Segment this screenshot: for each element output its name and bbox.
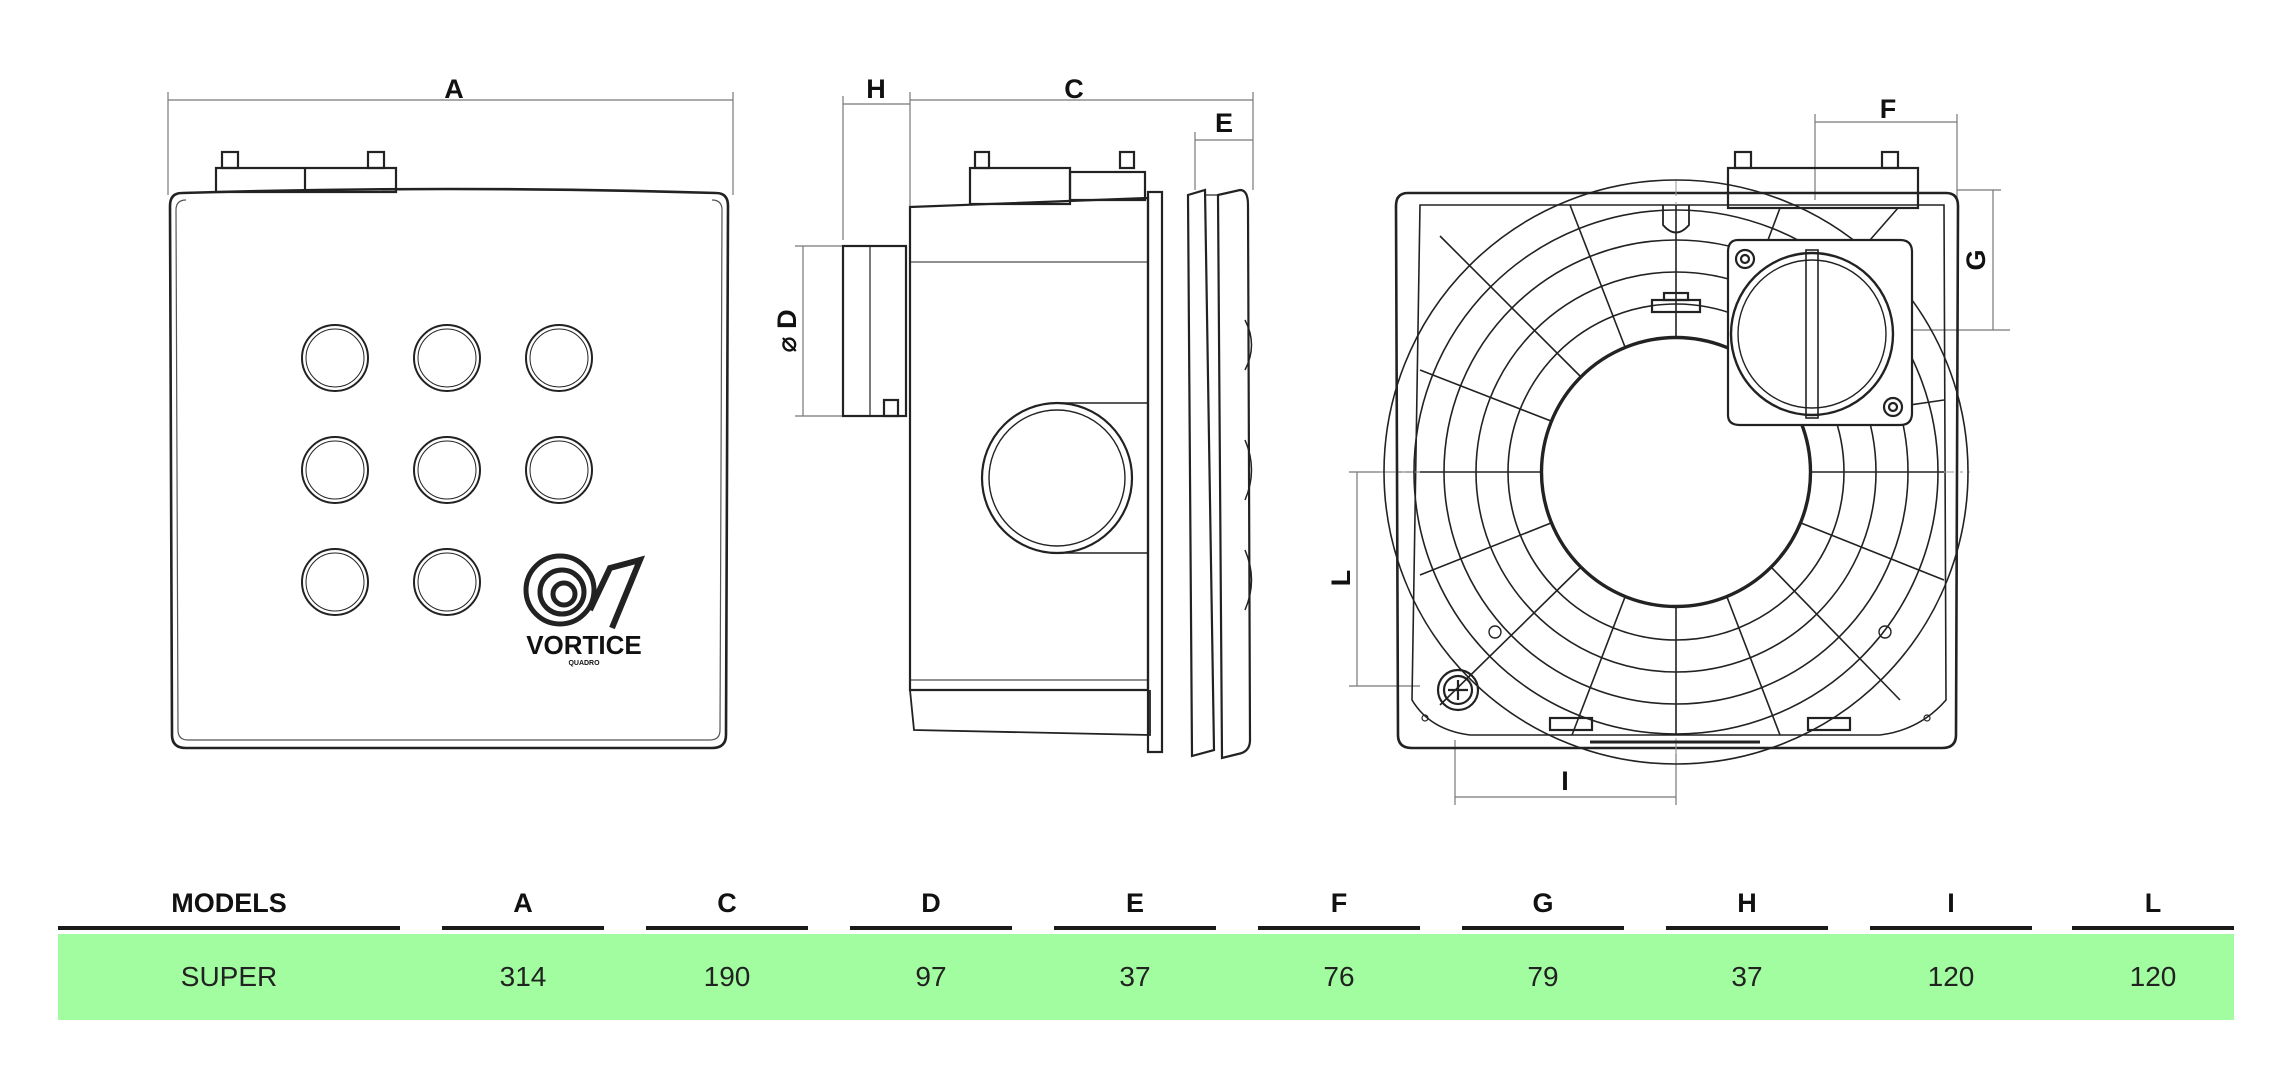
- damper-ring: [1729, 251, 1895, 417]
- front-cover: [168, 187, 730, 750]
- cell-e: 37: [1119, 961, 1151, 992]
- label-a: A: [444, 74, 464, 104]
- cell-d: 97: [915, 961, 947, 992]
- label-e: E: [1215, 108, 1233, 138]
- cell-g: 79: [1527, 961, 1559, 992]
- side-view: [795, 92, 1254, 760]
- bracket-bolt: [220, 150, 240, 170]
- vent-hole: [301, 548, 369, 616]
- vent-hole: [301, 436, 369, 504]
- header-l: L: [2072, 880, 2234, 930]
- vent-hole: [525, 324, 593, 392]
- vent-hole: [413, 324, 481, 392]
- rear-frame: [1394, 191, 1960, 750]
- flange: [1146, 190, 1164, 754]
- side-body: [908, 196, 1150, 692]
- table-header-row: MODELS A C D E F G H I L: [58, 880, 2234, 930]
- header-a: A: [442, 880, 604, 930]
- cell-c: 190: [703, 961, 751, 992]
- cell-l: 120: [2129, 961, 2177, 992]
- header-f: F: [1258, 880, 1420, 930]
- label-d: ⌀ D: [772, 309, 802, 352]
- label-c: C: [1064, 74, 1084, 104]
- vent-holes: [301, 324, 593, 616]
- side-duct-port: [980, 401, 1134, 555]
- label-g: G: [1961, 249, 1991, 270]
- bracket-bolt: [366, 150, 386, 170]
- header-d: D: [850, 880, 1012, 930]
- technical-drawing: VORTICE QUADRO: [167, 74, 2010, 805]
- label-i: I: [1561, 766, 1569, 796]
- header-models: MODELS: [58, 880, 400, 930]
- logo-model: QUADRO: [568, 660, 600, 667]
- label-f: F: [1880, 94, 1897, 124]
- header-h: H: [1666, 880, 1828, 930]
- cell-model: SUPER: [180, 961, 278, 992]
- header-g: G: [1462, 880, 1624, 930]
- header-e: E: [1054, 880, 1216, 930]
- header-i: I: [1870, 880, 2032, 930]
- dimension-table: MODELS A C D E F G H I L SUPER 314 190 9…: [58, 880, 2234, 1020]
- front-view: [167, 92, 734, 750]
- duct-spigot: [841, 244, 908, 418]
- label-h: H: [866, 74, 886, 104]
- cell-f: 76: [1323, 961, 1355, 992]
- dimension-a: [167, 92, 734, 195]
- rear-view: [1349, 114, 2010, 805]
- logo-brand: VORTICE: [526, 630, 642, 660]
- table-row: SUPER 314 190 97 37 76 79 37 120 120: [58, 934, 2234, 1020]
- cell-h: 37: [1731, 961, 1763, 992]
- vent-hole: [525, 436, 593, 504]
- cell-a: 314: [499, 961, 547, 992]
- label-l: L: [1326, 570, 1356, 587]
- vortice-logo-mark: [523, 553, 646, 630]
- side-bracket: [968, 166, 1072, 206]
- cell-i: 120: [1927, 961, 1975, 992]
- side-cover: [1186, 188, 1216, 758]
- vent-hole: [301, 324, 369, 392]
- screw: [1436, 668, 1480, 712]
- rear-bracket: [1726, 166, 1920, 210]
- vent-hole: [413, 548, 481, 616]
- header-c: C: [646, 880, 808, 930]
- vent-hole: [413, 436, 481, 504]
